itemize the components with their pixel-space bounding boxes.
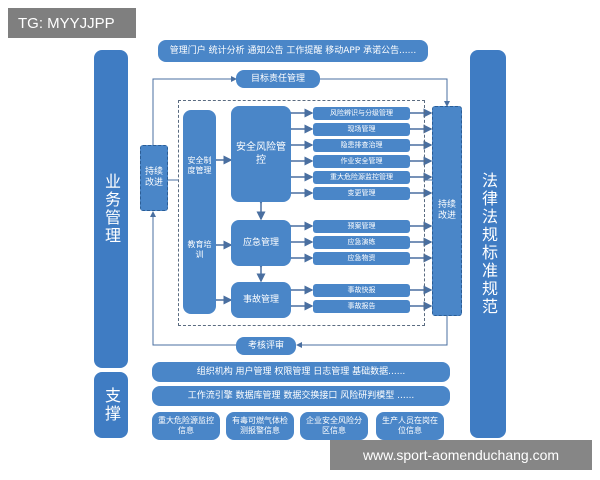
watermark-url: www.sport-aomenduchang.com	[330, 440, 592, 470]
bottom-info-box: 生产人员在岗在位信息	[376, 412, 444, 440]
safety-system-label: 安全制度管理	[187, 156, 212, 175]
emergency-item: 预案管理	[313, 220, 410, 233]
bottom-info-box: 有毒可燃气体检测报警信息	[226, 412, 294, 440]
support-panel: 支撑	[94, 372, 128, 438]
assessment-review-box: 考核评审	[236, 337, 296, 355]
business-management-panel: 业务管理	[94, 50, 128, 368]
risk-item: 重大危险源监控管理	[313, 171, 410, 184]
laws-regulations-panel: 法律法规标准规范	[470, 50, 506, 438]
accident-management-box: 事故管理	[231, 282, 291, 318]
accident-item: 事故快报	[313, 284, 410, 297]
target-responsibility-box: 目标责任管理	[236, 70, 320, 88]
support-bar-organization: 组织机构 用户管理 权限管理 日志管理 基础数据......	[152, 362, 450, 382]
risk-item: 变更管理	[313, 187, 410, 200]
emergency-management-box: 应急管理	[231, 220, 291, 266]
risk-item: 隐患排查治理	[313, 139, 410, 152]
safety-education-column	[183, 110, 216, 314]
security-risk-control-box: 安全风险管控	[231, 106, 291, 202]
accident-item: 事故报告	[313, 300, 410, 313]
risk-item: 现场管理	[313, 123, 410, 136]
watermark-tag: TG: MYYJJPP	[8, 8, 136, 38]
risk-item: 作业安全管理	[313, 155, 410, 168]
emergency-item: 应急物资	[313, 252, 410, 265]
emergency-item: 应急演练	[313, 236, 410, 249]
management-dashed-frame	[178, 100, 425, 326]
support-bar-engine: 工作流引擎 数据库管理 数据交换接口 风险研判模型 ......	[152, 386, 450, 406]
continuous-improvement-left: 持续改进	[140, 145, 168, 211]
bottom-info-box: 重大危险源监控信息	[152, 412, 220, 440]
continuous-improvement-right: 持续改进	[432, 106, 462, 316]
education-label: 教育培训	[187, 240, 212, 259]
risk-item: 风险辨识与分级管理	[313, 107, 410, 120]
top-portal-bar: 管理门户 统计分析 通知公告 工作提醒 移动APP 承诺公告......	[158, 40, 428, 62]
bottom-info-box: 企业安全风险分区信息	[300, 412, 368, 440]
